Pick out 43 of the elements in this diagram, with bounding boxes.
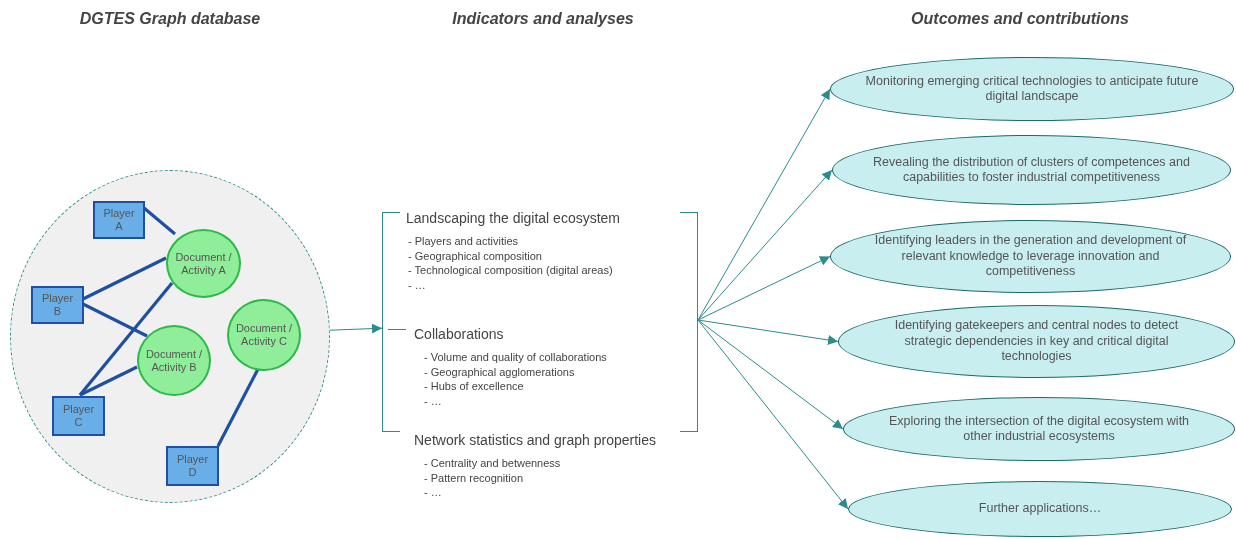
- outcome-text: Identifying gatekeepers and central nodes to detect strategic dependencies in key and critical digital technologies: [893, 318, 1180, 365]
- outcome-text: Further applications…: [978, 501, 1102, 517]
- column-heading: Indicators and analyses: [452, 10, 634, 28]
- column-heading: DGTES Graph database: [79, 10, 261, 28]
- list-item: - …: [423, 393, 443, 408]
- arrow: [697, 319, 844, 430]
- column-heading: Outcomes and contributions: [911, 10, 1129, 28]
- outcome-text: Exploring the intersection of the digital ecosystem with other industrial ecosystems: [887, 413, 1191, 445]
- list-item: - …: [423, 485, 443, 500]
- list-item: - …: [407, 277, 427, 292]
- player-label: Player B: [40, 292, 75, 318]
- player-box: [52, 396, 105, 436]
- outcome-text: Identifying leaders in the generation and development of relevant knowledge to leverage innovation and competitiveness: [873, 233, 1188, 280]
- player-box: [166, 446, 219, 486]
- arrow: [697, 256, 831, 321]
- document-label: Document / Activity A: [174, 250, 233, 277]
- outcome-text: Revealing the distribution of clusters of competences and capabilities to foster industrial competitiveness: [872, 154, 1191, 186]
- player-box: [31, 286, 84, 324]
- player-label: Player D: [175, 453, 210, 479]
- list-item: - Centrality and betwenness: [423, 456, 562, 471]
- section-heading: Network statistics and graph properties: [414, 432, 657, 448]
- document-label: Document / Activity B: [144, 347, 204, 374]
- list-item: - Pattern recognition: [423, 470, 525, 485]
- list-item: - Technological composition (digital areas): [407, 263, 614, 278]
- player-label: Player C: [61, 403, 96, 429]
- arrow: [697, 169, 833, 321]
- list-item: - Hubs of excellence: [423, 379, 525, 394]
- connector-line: [78, 282, 174, 396]
- arrow: [697, 319, 849, 510]
- section-heading: Landscaping the digital ecosystem: [406, 210, 622, 226]
- list-item: - Geographical composition: [407, 248, 543, 263]
- connector-line: [216, 368, 260, 447]
- arrow: [329, 323, 383, 334]
- player-box: [93, 201, 145, 239]
- document-label: Document / Activity C: [234, 322, 294, 348]
- connector-line: [79, 365, 138, 397]
- list-item: - Players and activities: [407, 234, 520, 249]
- section-heading: Collaborations: [414, 326, 505, 342]
- list-item: - Geographical agglomerations: [423, 364, 576, 379]
- outcome-text: Monitoring emerging critical technologies to anticipate future digital landscape: [865, 73, 1199, 105]
- player-label: Player A: [102, 207, 136, 233]
- list-item: - Volume and quality of collaborations: [423, 350, 608, 365]
- arrow: [697, 319, 839, 345]
